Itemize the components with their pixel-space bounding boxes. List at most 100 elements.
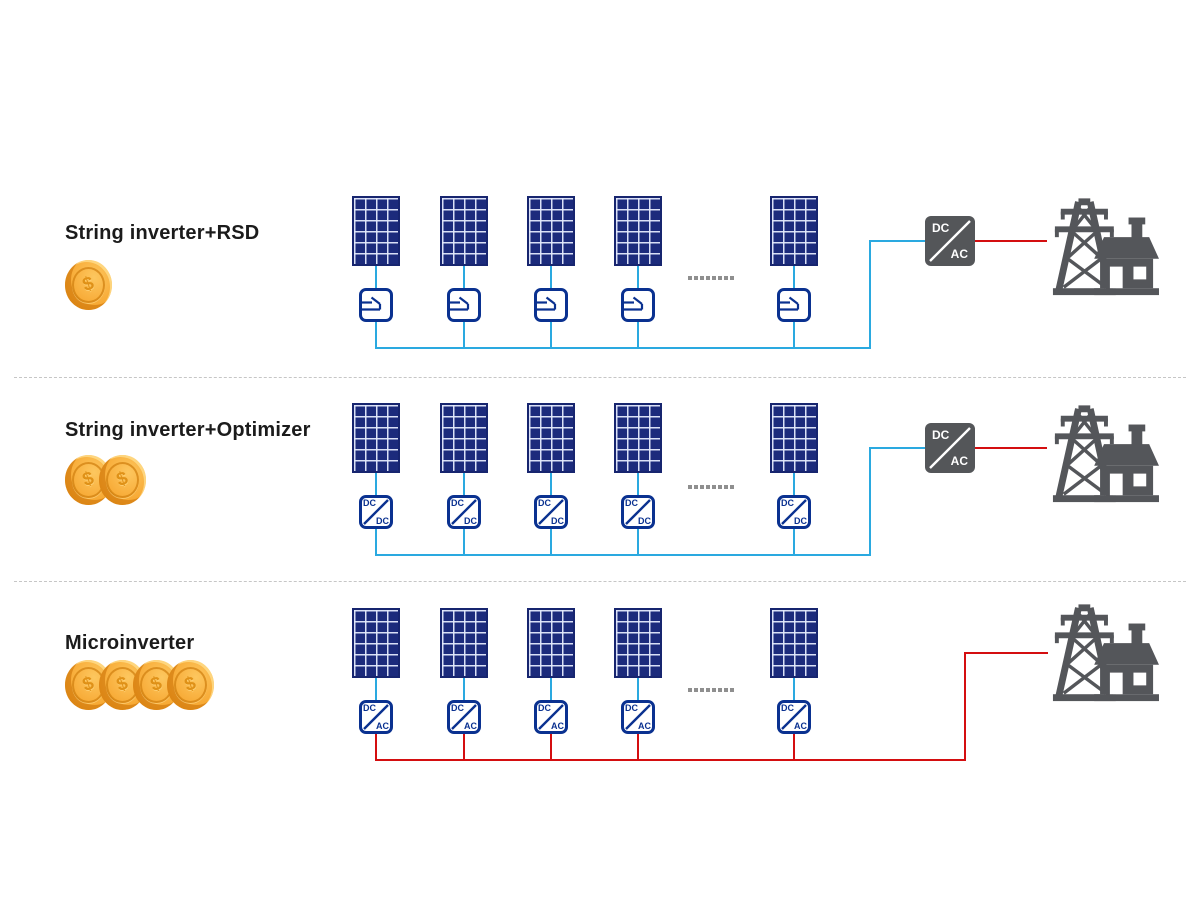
grid-house-icon bbox=[1045, 192, 1163, 300]
rsd-device bbox=[534, 288, 568, 322]
rsd-device bbox=[777, 288, 811, 322]
dc-wire bbox=[793, 322, 795, 349]
grid-house-icon bbox=[1045, 399, 1163, 507]
dc-bus-wire bbox=[375, 554, 871, 556]
device-dc-label: DC bbox=[625, 498, 638, 508]
row-separator bbox=[14, 581, 1186, 582]
row-microinverter: Microinverter $ $ $ $ DC AC DC AC DC AC bbox=[0, 608, 1200, 808]
solar-panel bbox=[352, 608, 400, 678]
dc-optimizer: DC DC bbox=[534, 495, 568, 529]
ellipsis-dots bbox=[688, 485, 734, 489]
device-dc-label: DC bbox=[538, 703, 551, 713]
disconnect-switch-icon bbox=[780, 296, 800, 311]
row-title: String inverter+RSD bbox=[65, 222, 260, 244]
microinverter: DC AC bbox=[621, 700, 655, 734]
device-dc-label: DC bbox=[451, 703, 464, 713]
dc-feed-wire bbox=[869, 447, 927, 449]
dc-wire bbox=[375, 473, 377, 495]
string-inverter: DC AC bbox=[925, 423, 975, 473]
dc-wire bbox=[637, 678, 639, 700]
solar-panel bbox=[440, 403, 488, 473]
dc-wire bbox=[463, 678, 465, 700]
dc-wire bbox=[793, 678, 795, 700]
ellipsis-dots bbox=[688, 276, 734, 280]
microinverter: DC AC bbox=[359, 700, 393, 734]
solar-panel bbox=[770, 403, 818, 473]
device-dc-label: DC bbox=[464, 516, 477, 526]
solar-panel bbox=[770, 196, 818, 266]
dc-wire bbox=[375, 322, 377, 349]
solar-panel bbox=[614, 403, 662, 473]
device-dc-label: DC bbox=[538, 498, 551, 508]
device-dc-label: DC bbox=[625, 703, 638, 713]
solar-panel bbox=[352, 196, 400, 266]
device-dc-label: DC bbox=[451, 498, 464, 508]
ac-wire bbox=[375, 734, 377, 761]
dc-wire bbox=[793, 266, 795, 289]
row-string-inverter-rsd: String inverter+RSD $ DC bbox=[0, 196, 1200, 396]
device-dc-label: DC bbox=[794, 516, 807, 526]
dc-wire bbox=[550, 266, 552, 289]
coin-icon: $ bbox=[167, 660, 214, 710]
dc-wire bbox=[550, 678, 552, 700]
dc-wire bbox=[375, 529, 377, 556]
dc-wire bbox=[463, 322, 465, 349]
microinverter: DC AC bbox=[777, 700, 811, 734]
ac-wire bbox=[975, 240, 1047, 242]
device-dc-label: DC bbox=[781, 703, 794, 713]
inverter-dc-label: DC bbox=[932, 221, 950, 235]
device-dc-label: DC bbox=[363, 703, 376, 713]
coin-icon: $ bbox=[99, 455, 146, 505]
dc-wire bbox=[637, 473, 639, 495]
dc-bus-wire bbox=[375, 347, 871, 349]
dc-optimizer: DC DC bbox=[621, 495, 655, 529]
dc-wire bbox=[375, 678, 377, 700]
device-ac-label: AC bbox=[376, 721, 389, 731]
microinverter: DC AC bbox=[534, 700, 568, 734]
row-separator bbox=[14, 377, 1186, 378]
solar-panel bbox=[352, 403, 400, 473]
ac-wire bbox=[637, 734, 639, 761]
row-title: Microinverter bbox=[65, 632, 195, 654]
ac-wire bbox=[975, 447, 1047, 449]
device-ac-label: AC bbox=[551, 721, 564, 731]
solar-panel bbox=[614, 196, 662, 266]
device-dc-label: DC bbox=[781, 498, 794, 508]
disconnect-switch-icon bbox=[537, 296, 557, 311]
dc-wire bbox=[550, 322, 552, 349]
device-dc-label: DC bbox=[376, 516, 389, 526]
ac-wire bbox=[964, 652, 1048, 654]
string-inverter: DC AC bbox=[925, 216, 975, 266]
dc-wire bbox=[637, 266, 639, 289]
dc-optimizer: DC DC bbox=[447, 495, 481, 529]
rsd-device bbox=[447, 288, 481, 322]
dc-wire bbox=[793, 473, 795, 495]
device-dc-label: DC bbox=[638, 516, 651, 526]
dc-wire bbox=[463, 473, 465, 495]
row-title: String inverter+Optimizer bbox=[65, 419, 311, 441]
ac-bus-wire bbox=[375, 759, 966, 761]
dc-wire bbox=[637, 322, 639, 349]
disconnect-switch-icon bbox=[362, 296, 382, 311]
dc-riser-wire bbox=[869, 447, 871, 556]
device-ac-label: AC bbox=[794, 721, 807, 731]
solar-panel bbox=[527, 608, 575, 678]
ellipsis-dots bbox=[688, 688, 734, 692]
rsd-device bbox=[359, 288, 393, 322]
device-ac-label: AC bbox=[638, 721, 651, 731]
microinverter: DC AC bbox=[447, 700, 481, 734]
dollar-symbol: $ bbox=[80, 272, 97, 297]
solar-panel bbox=[440, 608, 488, 678]
solar-panel bbox=[440, 196, 488, 266]
solar-panel bbox=[527, 403, 575, 473]
dc-wire bbox=[793, 529, 795, 556]
ac-riser-wire bbox=[964, 653, 966, 761]
device-ac-label: AC bbox=[464, 721, 477, 731]
ac-wire bbox=[793, 734, 795, 761]
dc-optimizer: DC DC bbox=[777, 495, 811, 529]
device-dc-label: DC bbox=[551, 516, 564, 526]
solar-panel bbox=[614, 608, 662, 678]
ac-wire bbox=[463, 734, 465, 761]
rsd-device bbox=[621, 288, 655, 322]
